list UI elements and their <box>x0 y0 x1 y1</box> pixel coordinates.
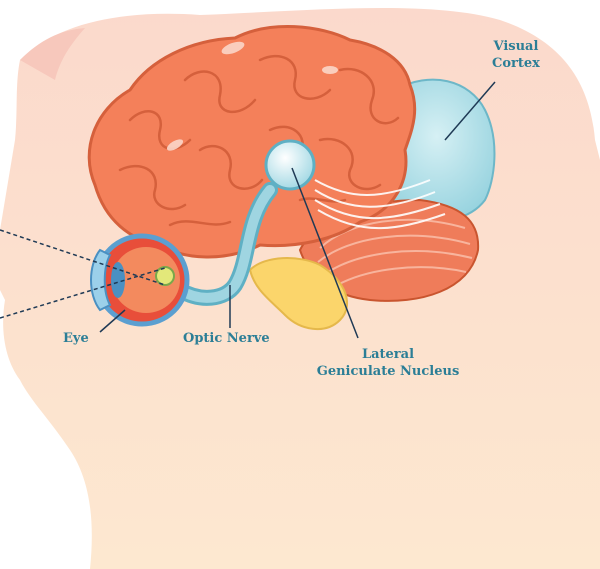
lateral-geniculate-nucleus <box>264 139 316 191</box>
head-hair-edge <box>20 28 85 80</box>
optic-nerve-core <box>175 185 275 303</box>
lgn-label: Lateral Geniculate Nucleus <box>308 346 468 380</box>
visual-cortex-label-line2: Cortex <box>492 56 540 71</box>
optic-nerve-label: Optic Nerve <box>183 331 270 346</box>
brainstem-gland <box>248 257 349 331</box>
visual-cortex-label-line1: Visual <box>493 39 539 54</box>
eye-label: Eye <box>63 331 89 346</box>
light-rays <box>0 229 166 319</box>
brain-highlights <box>166 41 338 151</box>
cerebellum-stripes <box>317 218 473 289</box>
lgn-label-line1: Lateral <box>361 347 415 362</box>
visual-cortex-label: Visual Cortex <box>492 38 540 72</box>
leader-lines <box>99 81 496 339</box>
lgn-label-line2: Geniculate Nucleus <box>316 364 460 379</box>
optic-radiation <box>314 179 446 230</box>
